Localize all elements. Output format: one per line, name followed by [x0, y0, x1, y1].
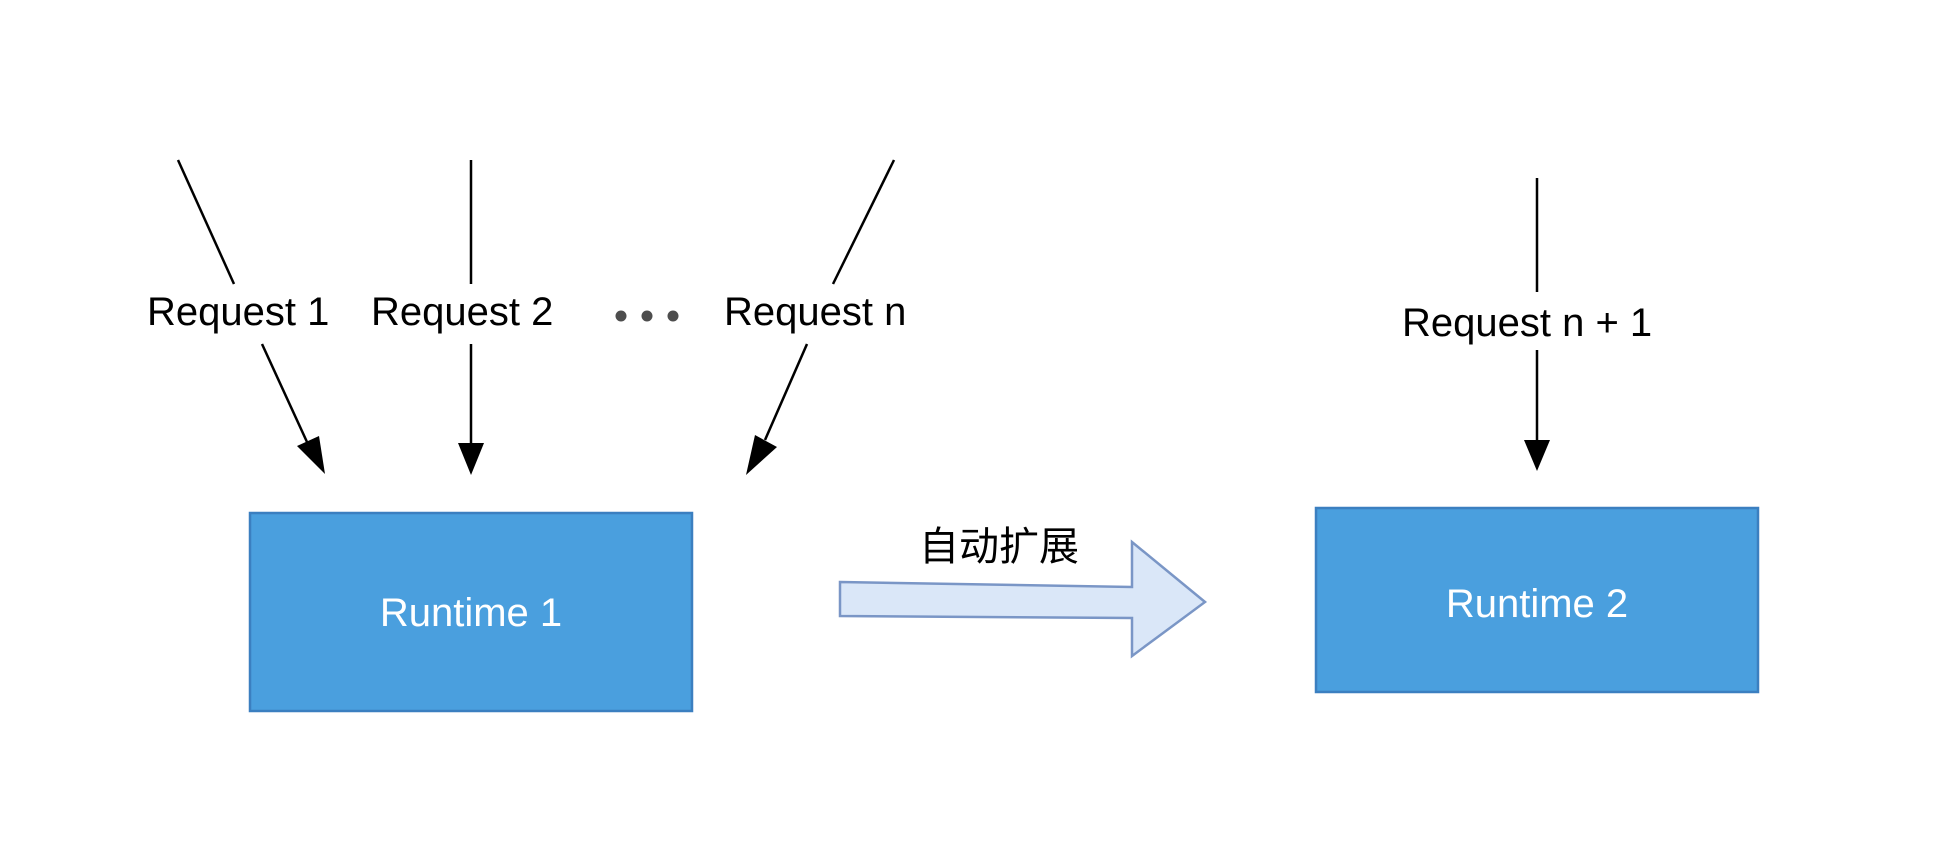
ellipsis-dot-2	[641, 310, 653, 322]
request-n-arrow	[746, 159, 896, 475]
ellipsis-dots	[615, 310, 679, 322]
runtime-1-label: Runtime 1	[380, 591, 562, 635]
request-n-arrowhead	[746, 435, 777, 475]
request-2-label: Request 2	[371, 290, 553, 334]
ellipsis-dot-1	[615, 310, 627, 322]
request-1-line-upper	[176, 159, 236, 285]
runtime-1-box	[248, 511, 694, 713]
request-n-plus-1-arrowhead	[1524, 440, 1550, 471]
scale-out-arrow	[838, 539, 1208, 659]
request-n-plus-1-label: Request n + 1	[1402, 301, 1652, 345]
request-n-plus-1-arrow	[1524, 178, 1550, 471]
runtime-2-label: Runtime 2	[1446, 582, 1628, 626]
ellipsis-dot-3	[667, 310, 679, 322]
request-1-arrow	[176, 159, 325, 474]
request-n-label: Request n	[724, 290, 906, 334]
request-1-arrowhead	[297, 436, 325, 474]
request-n-line-lower	[763, 343, 809, 441]
request-1-label: Request 1	[147, 290, 329, 334]
runtime-2-box	[1314, 506, 1760, 694]
request-n-line-upper	[831, 159, 896, 285]
request-1-line-lower	[260, 343, 309, 443]
request-2-arrowhead	[458, 443, 484, 475]
request-2-arrow	[458, 160, 484, 475]
scale-out-label: 自动扩展	[919, 524, 1079, 570]
